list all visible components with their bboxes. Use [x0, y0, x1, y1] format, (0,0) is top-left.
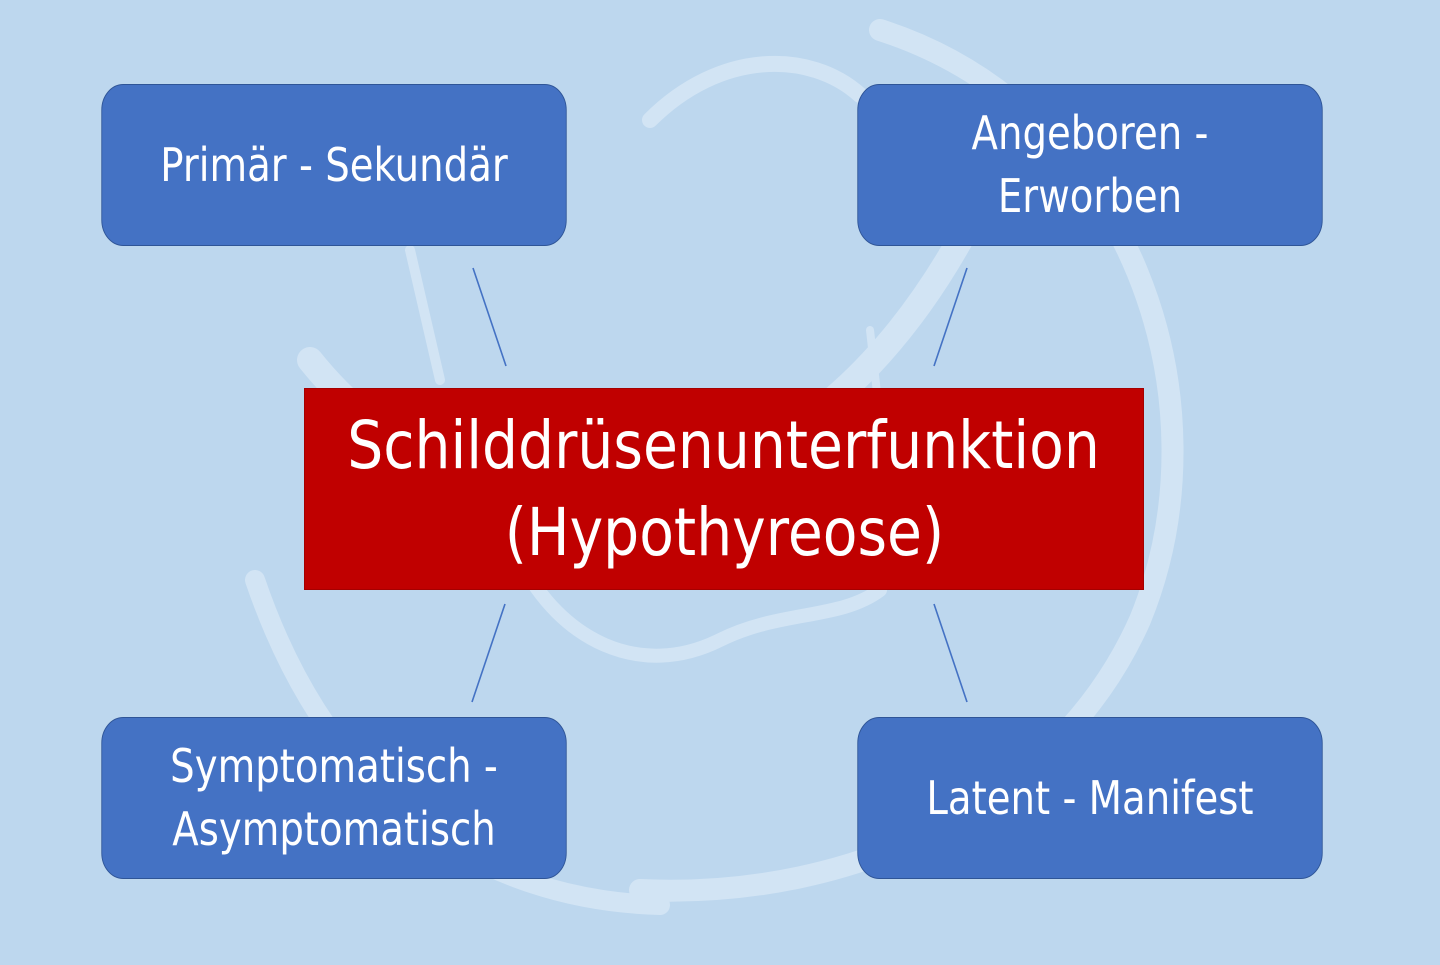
connector-top-left — [472, 267, 507, 367]
node-label: Angeboren - Erworben — [971, 106, 1209, 223]
node-label: Latent - Manifest — [926, 770, 1254, 825]
node-symptomatisch-asymptomatisch: Symptomatisch - Asymptomatisch — [101, 717, 567, 879]
connector-top-right — [933, 267, 968, 367]
central-node-subtitle: (Hypothyreose) — [504, 494, 944, 571]
node-latent-manifest: Latent - Manifest — [857, 717, 1323, 879]
node-primaer-sekundaer: Primär - Sekundär — [101, 84, 567, 246]
node-label-line2: Asymptomatisch — [172, 802, 496, 856]
node-angeboren-erworben: Angeboren - Erworben — [857, 84, 1323, 246]
node-label: Primär - Sekundär — [160, 137, 508, 192]
connector-bottom-left — [471, 603, 506, 703]
central-node-title: Schilddrüsenunterfunktion — [347, 406, 1101, 484]
central-node: Schilddrüsenunterfunktion (Hypothyreose) — [304, 388, 1144, 590]
connector-bottom-right — [933, 603, 968, 703]
node-label-line1: Symptomatisch - — [170, 739, 498, 794]
